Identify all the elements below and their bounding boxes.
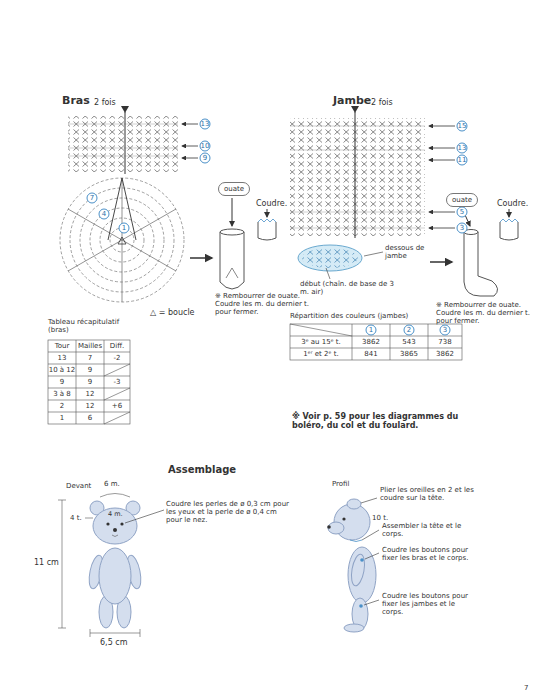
label: 4 t. [70,514,82,522]
label: Tableau récapitulatif (bras) [48,318,130,334]
label: 6,5 cm [100,638,127,647]
node-text: ouate [224,185,244,193]
table-cell: Mailles [78,342,102,350]
callout-number: 3 [440,325,451,336]
table-cell: Tour [55,342,70,350]
label: Jambe [333,95,371,108]
table-cell: 1 [60,414,64,422]
callout-number: 1 [366,325,377,336]
label: Assemblage [168,464,236,476]
label: △ = boucle [150,308,195,317]
table-cell: Diff. [110,342,124,350]
label: Coudre les boutons pour fixer les bras e… [382,546,478,562]
callout-number: 1 [119,223,130,234]
label: Assembler la tête et le corps. [382,522,472,538]
table-cell: -2 [114,354,121,362]
table-cell: 3862 [362,338,380,346]
label: 10 t. [372,514,388,522]
callout-number: 9 [200,153,211,164]
label: 6 m. [104,480,120,488]
table-cell: 3862 [436,350,454,358]
label: ※ Voir p. 59 pour les diagrammes du bolé… [292,412,492,430]
label: 2 fois [94,98,116,107]
label: Plier les oreilles en 2 et les coudre su… [380,486,500,502]
table-cell: 3865 [400,350,418,358]
table-cell: 9 [88,378,92,386]
label: Répartition des couleurs (jambes) [290,312,408,320]
label: 7 [524,684,528,692]
label: début (chaîn. de base de 3 m. air) [300,280,396,296]
label: 4 m. [108,511,123,518]
table-cell: 543 [402,338,415,346]
label: Coudre. [256,199,287,208]
label: Coudre les boutons pour fixer les jambes… [382,592,478,616]
table-cell: 3 à 8 [53,390,71,398]
callout-number: 5 [457,207,468,218]
callout-number: 10 [200,141,211,152]
table-cell: 13 [58,354,67,362]
label: Coudre. [497,199,528,208]
table-cell: 9 [60,378,64,386]
callout-number: 15 [457,121,468,132]
label: Coudre les perles de ø 0,3 cm pour les y… [166,500,291,524]
callout-number: 3 [457,223,468,234]
table-cell: 841 [364,350,377,358]
label: Devant [66,482,91,490]
label: ※ Rembourrer de ouate. Coudre les m. du … [436,301,532,325]
table-cell: 10 à 12 [49,366,76,374]
callout-number: 13 [457,143,468,154]
label: Profil [332,480,349,488]
callout-number: 7 [87,193,98,204]
table-cell: -3 [114,378,121,386]
table-cell: 12 [86,390,95,398]
table-cell: 7 [88,354,92,362]
label: 2 fois [371,98,393,107]
label: 11 cm [34,558,59,567]
table-cell: 6 [88,414,92,422]
table-cell: 12 [86,402,95,410]
callout-number: 13 [200,119,211,130]
callout-number: 2 [404,325,415,336]
cloud-box: ouate [218,182,250,196]
callout-number: 4 [99,209,110,220]
table-cell: 2 [60,402,64,410]
table-cell: 9 [88,366,92,374]
table-cell: 3ᵉ au 15ᵉ t. [301,338,341,346]
table-cell: 738 [438,338,451,346]
callout-number: 11 [457,155,468,166]
table-cell: +6 [112,402,122,410]
table-cell: 1ᵉʳ et 2ᵉ t. [303,350,338,358]
label: dessous de jambe [385,244,431,260]
label: Bras [62,95,90,108]
node-text: ouate [452,196,472,204]
cloud-box: ouate [446,193,478,207]
